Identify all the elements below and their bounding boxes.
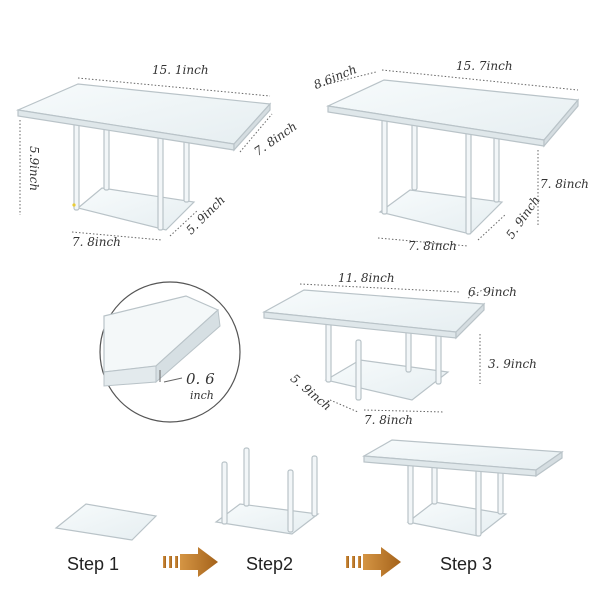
table-c-length-label: 11. 8inch	[338, 271, 395, 285]
thickness-unit-label: inch	[190, 389, 214, 402]
table-b-base-length-label: 7. 8inch	[408, 239, 457, 253]
step-2-illustration	[214, 447, 320, 535]
table-a-dim-lines	[19, 77, 273, 241]
table-b-diagram	[325, 79, 580, 235]
thickness-detail	[99, 281, 241, 423]
table-c-diagram	[262, 289, 486, 401]
table-a-diagram	[15, 83, 272, 231]
step-1-illustration	[54, 503, 158, 541]
table-b-length-label: 15. 7inch	[456, 59, 513, 73]
table-b-legs	[381, 93, 500, 235]
step-3-label: Step 3	[440, 554, 493, 574]
table-c-base	[324, 359, 450, 401]
right-arrow-icon	[346, 547, 401, 577]
table-c-height-label: 3. 9inch	[488, 357, 537, 371]
thickness-value-label: 0. 6	[186, 370, 215, 388]
table-c-depth-label: 6. 9inch	[468, 285, 517, 299]
table-a-height-label: 5.9inch	[27, 146, 41, 192]
table-c-base-length-label: 7. 8inch	[364, 413, 413, 427]
step-3-illustration	[362, 439, 564, 537]
table-a-base-length-label: 7. 8inch	[72, 235, 121, 249]
step-2-label: Step2	[246, 554, 294, 574]
step-1-label: Step 1	[67, 554, 120, 574]
table-a-base	[76, 187, 196, 231]
table-b-height-label: 7. 8inch	[540, 177, 589, 191]
table-a-length-label: 15. 1inch	[152, 63, 209, 77]
table-c-dim-lines	[299, 283, 487, 413]
right-arrow-icon	[163, 547, 218, 577]
table-b-base	[378, 189, 504, 235]
table-b-dim-lines	[319, 69, 579, 247]
